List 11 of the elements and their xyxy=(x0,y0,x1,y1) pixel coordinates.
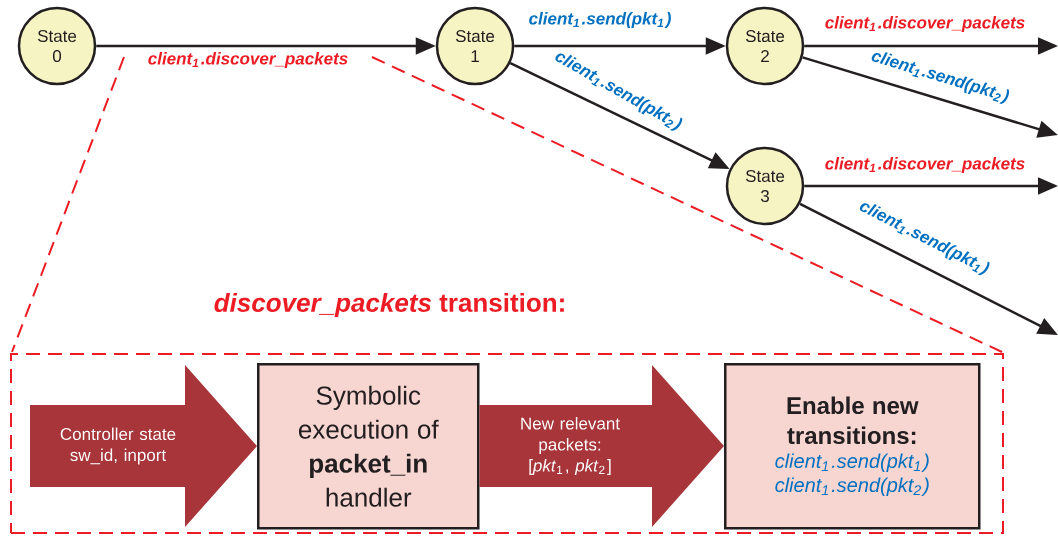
edge-label: client$_{1}$.discover_packets xyxy=(825,157,1025,173)
edge-label: Controller state sw_id, inport xyxy=(60,427,176,465)
edge-label: client$_{1}$.discover_packets xyxy=(148,52,348,68)
block-arrow xyxy=(479,365,724,527)
edge-label: New relevant packets: [pkt$_{1}$, pkt$_{2}$] xyxy=(521,417,620,475)
block-arrow xyxy=(30,365,257,527)
edge-label: client$_{1}$.send(pkt$_{1}$) xyxy=(529,12,671,28)
edge-label: client$_{1}$.discover_packets xyxy=(825,16,1025,32)
process-box: Enable new transitions: client$_{1}$.send(pkt$_{1}$) client$_{1}$.send(pkt$_{2}$) xyxy=(724,363,981,530)
section-heading: discover_packets transition: xyxy=(214,292,564,318)
process-box: Symbolic execution of packet_in handler xyxy=(257,363,480,530)
